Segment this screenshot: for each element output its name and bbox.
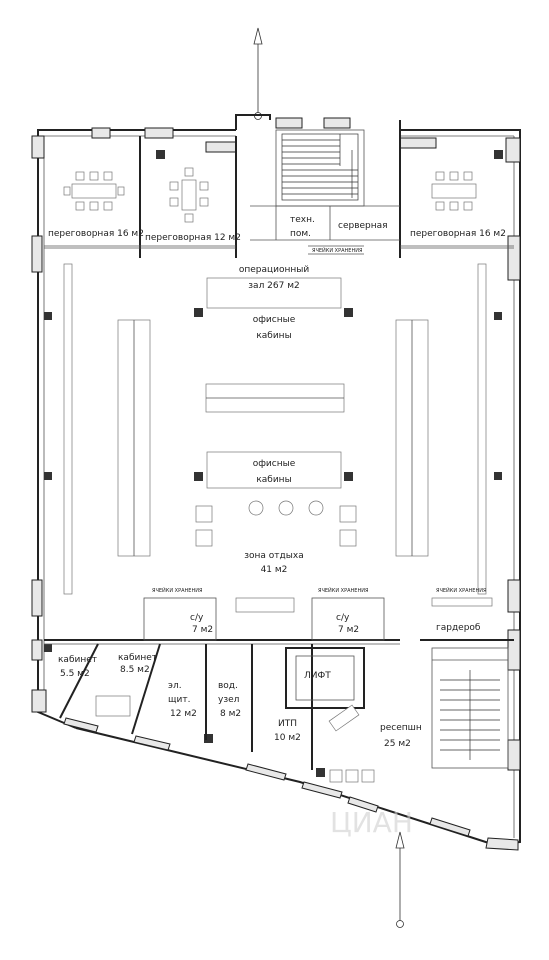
label-office2-1: кабинет [118, 653, 157, 663]
label-office-cabins-top-2: кабины [256, 331, 291, 341]
columns [44, 150, 503, 777]
windows [31, 117, 521, 851]
label-operational-hall-1: операционный [239, 265, 310, 275]
label-office1-1: кабинет [58, 655, 97, 665]
reception-desk [95, 597, 493, 783]
label-water-1: вод. [218, 681, 238, 691]
label-office-cabins-top-1: офисные [253, 315, 296, 325]
label-electric-3: 12 м2 [170, 709, 197, 719]
label-meeting-left: переговорная 16 м2 [48, 229, 144, 239]
label-reception-2: 25 м2 [384, 739, 411, 749]
label-wardrobe: гардероб [436, 623, 481, 633]
label-reception-1: ресепшн [380, 723, 422, 733]
workstations [63, 263, 487, 595]
label-storage-top: ЯЧЕЙКИ ХРАНЕНИЯ [312, 247, 362, 254]
label-storage-right: ЯЧЕЙКИ ХРАНЕНИЯ [318, 587, 368, 594]
label-water-3: 8 м2 [220, 709, 241, 719]
service-walls [44, 597, 514, 770]
label-water-2: узел [218, 695, 239, 705]
meeting-tables [63, 167, 477, 223]
label-storage-left: ЯЧЕЙКИ ХРАНЕНИЯ [152, 587, 202, 594]
entrance-arrow-top [253, 27, 263, 120]
label-itp-1: ИТП [278, 719, 297, 729]
label-tech-room-1: техн. [290, 215, 315, 225]
label-lounge-1: зона отдыха [244, 551, 303, 561]
label-office-cabins-mid-2: кабины [256, 475, 291, 485]
label-electric-2: щит. [168, 695, 190, 705]
label-meeting-right: переговорная 16 м2 [410, 229, 506, 239]
label-elevator: ЛИФТ [304, 671, 331, 681]
lounge-furniture [195, 500, 357, 547]
label-tech-room-2: пом. [290, 229, 311, 239]
label-server-room: серверная [338, 221, 388, 231]
interior-walls-top [44, 129, 514, 258]
room-labels: переговорная 16 м2 переговорная 12 м2 пе… [48, 215, 506, 749]
label-office-cabins-mid-1: офисные [253, 459, 296, 469]
label-wc-left-2: 7 м2 [192, 625, 213, 635]
label-electric-1: эл. [168, 681, 182, 691]
staircase-top [281, 133, 359, 201]
label-lounge-2: 41 м2 [261, 565, 288, 575]
entrance-arrow-bottom [395, 831, 405, 928]
label-meeting-mid: переговорная 12 м2 [145, 233, 241, 243]
label-office1-2: 5.5 м2 [60, 669, 90, 679]
label-wc-left-1: с/у [190, 613, 204, 623]
label-wc-right-1: с/у [336, 613, 350, 623]
label-wc-right-2: 7 м2 [338, 625, 359, 635]
label-itp-2: 10 м2 [274, 733, 301, 743]
label-operational-hall-2: зал 267 м2 [248, 281, 299, 291]
staircase-bottom [440, 670, 500, 760]
label-storage-far-right: ЯЧЕЙКИ ХРАНЕНИЯ [436, 587, 486, 594]
label-office2-2: 8.5 м2 [120, 665, 150, 675]
watermark: ЦИАН [330, 806, 413, 839]
